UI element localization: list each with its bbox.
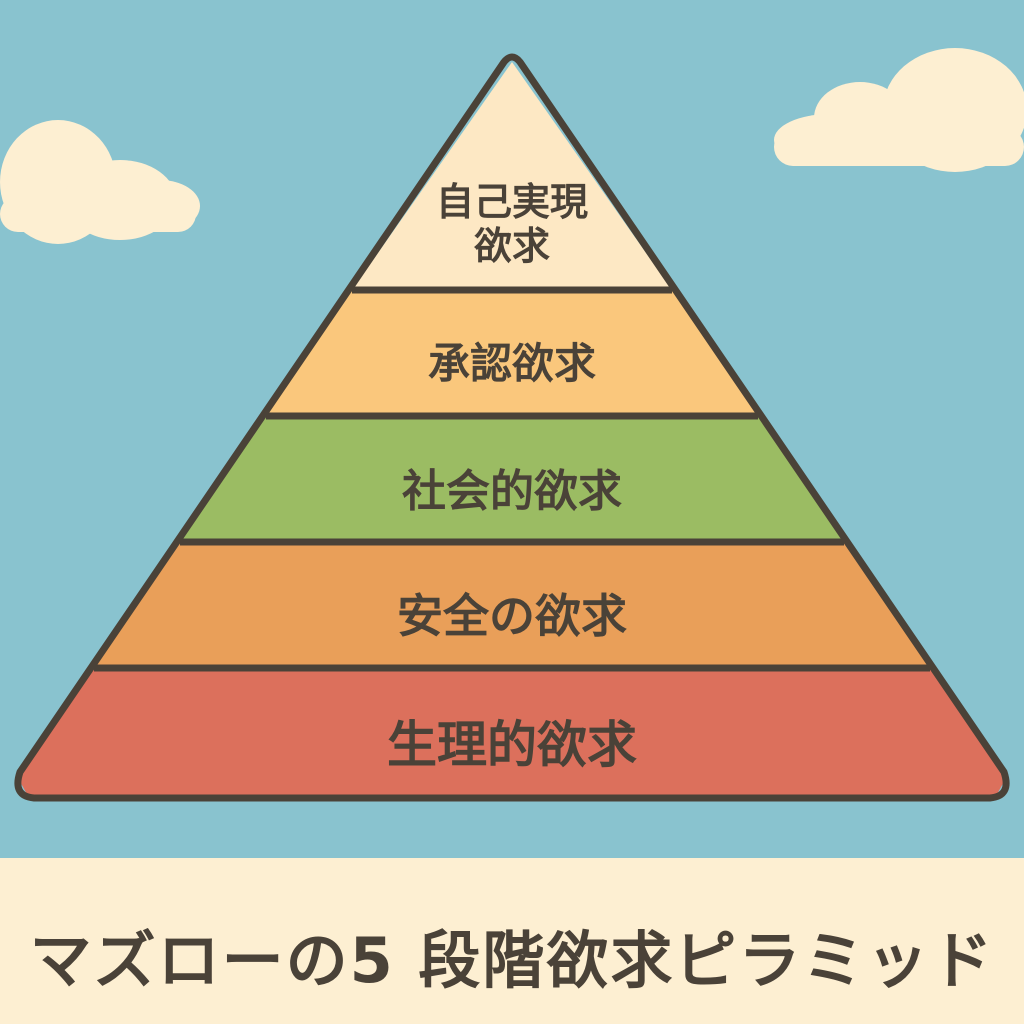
cloud-right: [774, 48, 1024, 172]
tier-4-label: 安全の欲求: [397, 589, 627, 643]
tier-physiological: [18, 668, 1006, 796]
diagram-caption: マズローの5 段階欲求ピラミッド: [29, 924, 995, 997]
tier-safety: [94, 542, 930, 668]
tier-1-label-line1: 自己実現: [435, 180, 588, 224]
tier-self-actualization: [352, 62, 672, 290]
tier-2-label: 承認欲求: [427, 339, 596, 388]
tier-1-label: 自己実現 欲求: [0, 180, 1024, 268]
tier-esteem: [266, 290, 758, 416]
maslow-pyramid: [14, 53, 1010, 802]
tier-1-label-line2: 欲求: [473, 224, 550, 268]
tier-3-label: 社会的欲求: [402, 466, 622, 517]
caption-bar: マズローの5 段階欲求ピラミッド: [0, 858, 1024, 1024]
pyramid-outline: [14, 53, 1010, 802]
cloud-left: [0, 120, 200, 244]
tier-5-label: 生理的欲求: [387, 716, 637, 774]
tier-social: [180, 416, 844, 542]
